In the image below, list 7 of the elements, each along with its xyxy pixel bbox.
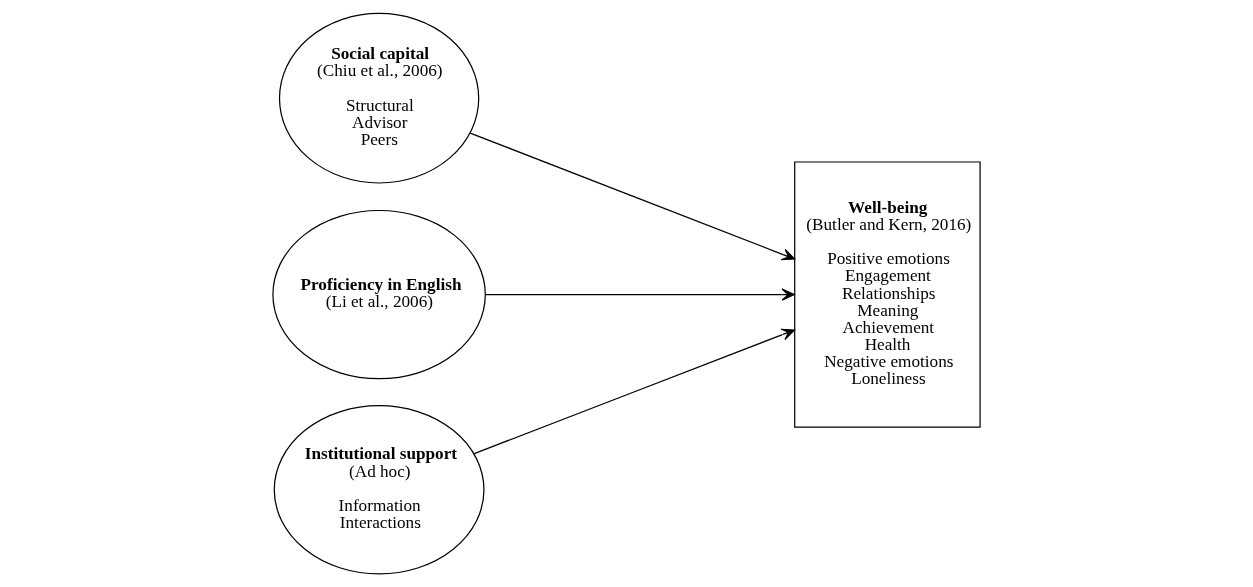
node-ellipse: Social capital (Chiu et al., 2006) Structural Advisor Peers	[278, 12, 480, 184]
node-box: Well-being (Butler and Kern, 2016) Positive emotions Engagement Relationships Meaning Achievement Health Negative emotions Loneliness	[794, 161, 981, 428]
node-ellipse: Proficiency in English (Li et al., 2006)	[272, 209, 486, 380]
node-ellipse: Institutional support (Ad hoc) Information Interactions	[273, 405, 485, 575]
arrow	[473, 328, 796, 455]
arrow	[484, 288, 795, 301]
arrow	[469, 132, 796, 261]
